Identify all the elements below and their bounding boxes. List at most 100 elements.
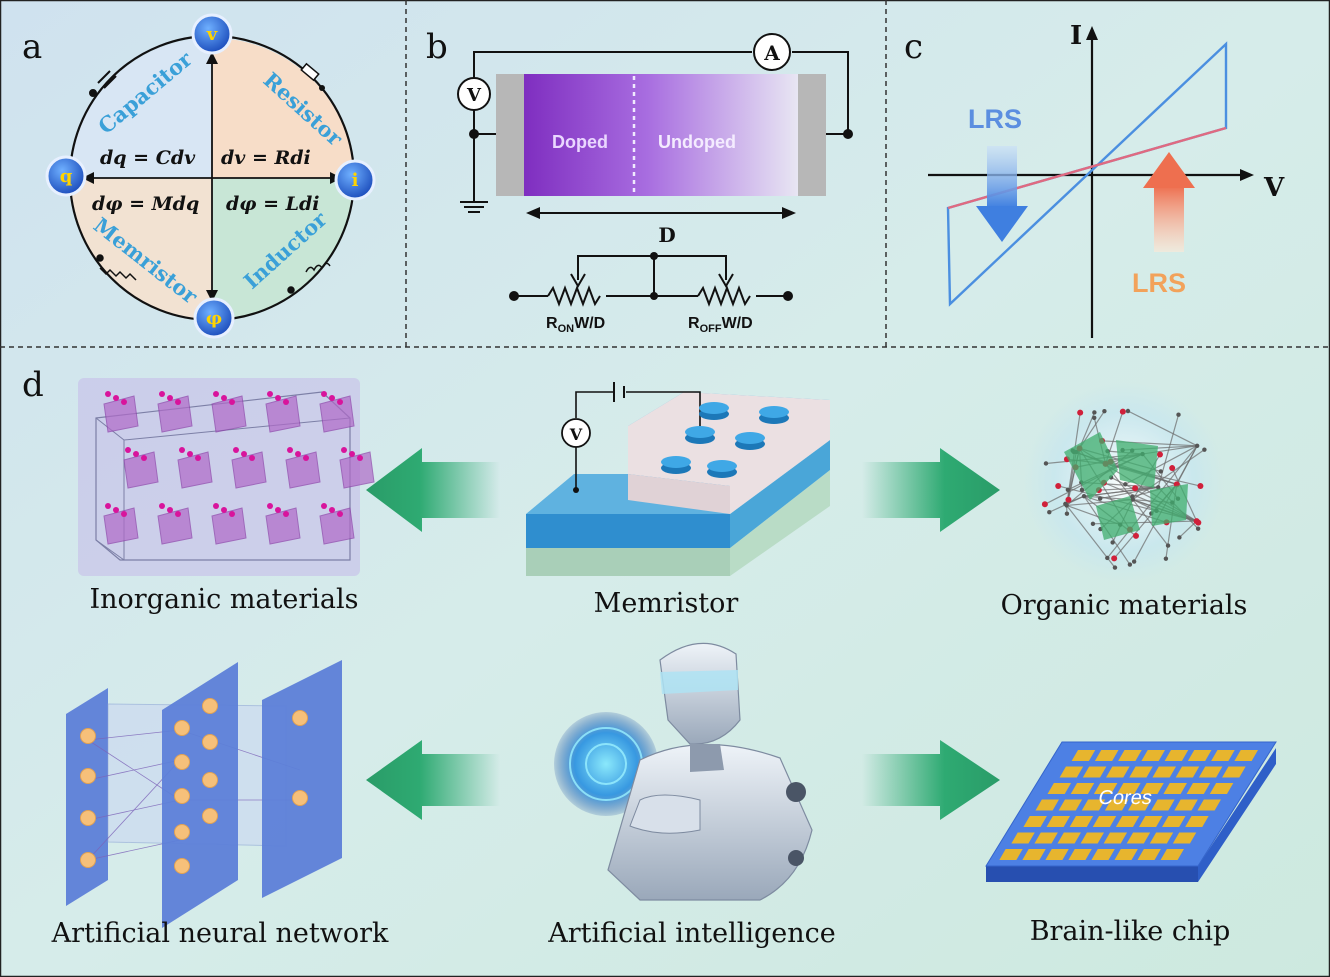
chip-core [1057,832,1081,844]
lrs-arrow-down-shaft [987,146,1017,208]
molecule-atom [1041,501,1048,508]
chip-core [1104,799,1129,811]
neuron-node [202,698,218,714]
crystal-atom [303,455,309,461]
crystal-atom [195,455,201,461]
quadrant-resistor [212,38,354,178]
crystal-atom [221,395,227,401]
crystal-atom [105,391,111,397]
chip-core [1174,799,1198,811]
chip-core [1094,750,1119,761]
neuron-node [174,720,190,736]
chip-core [999,849,1023,860]
arrow-to-inorganic [366,448,500,532]
node-i-label: i [352,170,359,191]
arrowhead-up [206,52,218,64]
crystal-atom [105,503,111,509]
crystal-atom [267,503,273,509]
molecule-atom [1195,519,1202,526]
node-v: v [191,13,233,55]
electrode-pad [735,432,765,444]
crystal-atom [213,391,219,397]
chip-core [1082,766,1107,778]
chip-core [1211,750,1235,761]
molecule-atom [1105,555,1110,561]
molecule-atom [1111,555,1118,562]
crystal-unit [265,507,301,545]
junction-left [469,129,479,139]
neuron-node [80,810,96,826]
res-node-right [783,291,793,301]
node-q: q [45,155,87,197]
inorganic-crystal-image [78,378,375,576]
chip-core [1022,849,1046,860]
crystal-atom [141,455,147,461]
crystal-atom [283,399,289,405]
crystal-atom [349,451,355,457]
chip-core [1106,766,1130,778]
molecule-atom [1092,410,1097,415]
crystal-atom [167,395,173,401]
molecule-bond [1083,486,1159,497]
lrs-label-top: LRS [968,104,1022,134]
crystal-atom [229,511,235,517]
neuron-node [80,852,96,868]
crystal-atom [113,395,119,401]
wiper-wires [577,255,727,296]
chip-core [1140,783,1164,794]
inorganic-label: Inorganic materials [90,584,359,615]
ammeter-label: A [763,41,780,65]
cores-label: Cores [1097,787,1154,809]
chip-core [1141,750,1165,761]
crystal-atom [179,447,185,453]
ai-label: Artificial intelligence [547,918,835,949]
crystal-unit [265,395,301,433]
molecule-atom [1169,465,1176,472]
electrode-pad [707,460,737,472]
molecule-bond [1132,449,1205,501]
node-q-label: q [60,166,73,187]
neuron-node [174,824,190,840]
crystal-atom [275,507,281,513]
chip-core [1117,783,1141,794]
crystal-atom [357,455,363,461]
crystal-atom [187,451,193,457]
molecule-atom [1130,494,1135,500]
chip-core [1186,783,1211,794]
molecule-atom [1197,483,1204,490]
chip-core [1126,832,1151,844]
chip-core [1045,849,1069,860]
crystal-units [103,391,375,545]
crystal-unit [211,507,247,545]
arrowhead-down [206,290,218,302]
junction-right [843,129,853,139]
chip-core [1091,849,1115,860]
chip-core [1137,849,1161,860]
memristor-device: V [526,382,830,576]
crystal-atom [321,391,327,397]
crystal-atom [275,395,281,401]
node-i: i [334,159,376,201]
electrode-pads [661,402,789,478]
memristor-symbol [96,254,137,281]
crystal-atom [221,507,227,513]
molecule-atom [1064,503,1069,508]
chip-core [1092,816,1117,827]
device-body [524,74,798,196]
iv-arrow-x [1240,169,1254,181]
electrode-pad [699,402,729,414]
molecule-bond [1100,486,1159,500]
chip-core [1115,816,1140,827]
chip-core [1047,783,1072,794]
chip-core [1197,799,1221,811]
brain-chip-image: Cores [985,741,1277,882]
equation-capacitor: dq = Cdv [100,147,196,169]
res-node-left [509,291,519,301]
molecule-atom [1132,485,1139,492]
molecule-atom [1202,447,1207,452]
molecule-atom [1132,532,1139,539]
equation-inductor: dφ = Ldi [226,193,320,215]
quadrant-inductor [212,178,354,320]
panel-b: b A V Doped Undoped D [426,27,853,335]
neuron-node [202,734,218,750]
